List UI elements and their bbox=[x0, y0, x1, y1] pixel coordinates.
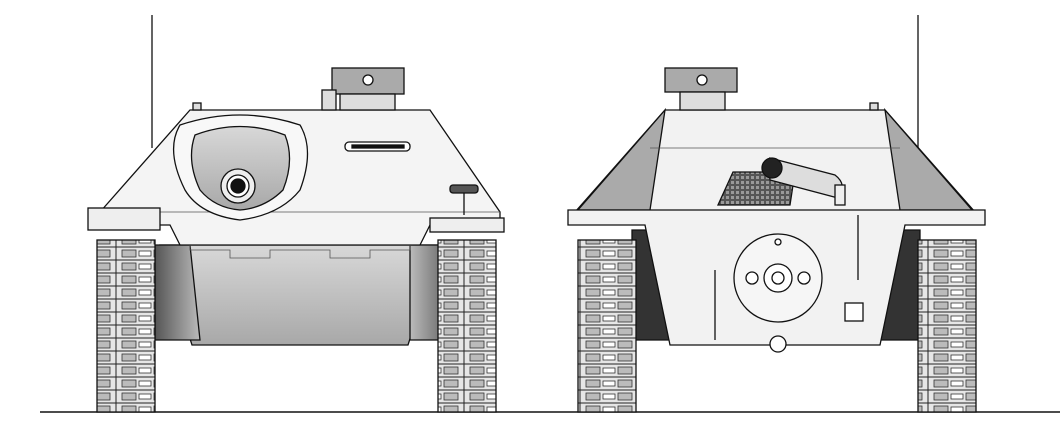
tow-hook bbox=[769, 335, 787, 353]
rear-view bbox=[567, 15, 986, 413]
front-view bbox=[87, 15, 505, 413]
front-track-left bbox=[96, 239, 156, 413]
front-track-right bbox=[437, 239, 497, 413]
rear-side-left bbox=[576, 107, 666, 211]
rear-track-left bbox=[577, 239, 637, 413]
front-fender-right bbox=[429, 217, 505, 233]
rear-side-right bbox=[884, 107, 974, 211]
front-lower-hull bbox=[159, 244, 441, 346]
front-fender-left bbox=[87, 207, 161, 231]
rear-track-right bbox=[917, 239, 977, 413]
